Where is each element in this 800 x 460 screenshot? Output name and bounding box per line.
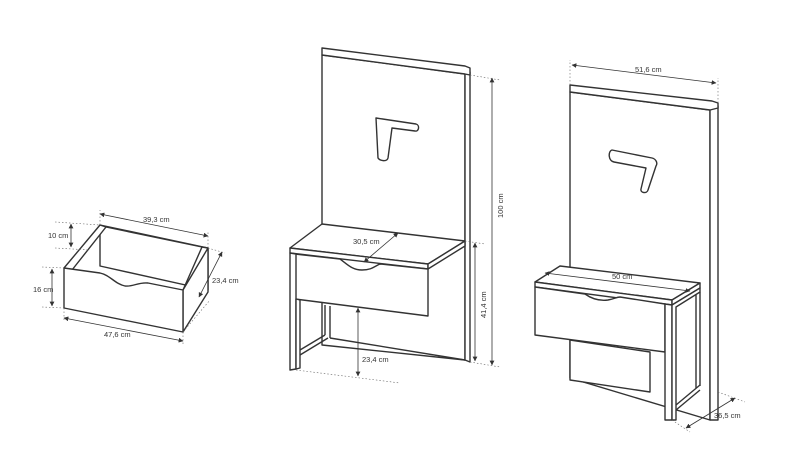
drawer-front-width-label: 47,6 cm [104, 330, 131, 339]
total-height-label: 100 cm [496, 193, 505, 218]
nightstand-side-drawing [534, 84, 719, 421]
base-depth-label: 36,5 cm [714, 411, 741, 420]
drawer-dimensions: 39,3 cm 10 cm 16 cm 23,4 cm 47,6 cm [33, 210, 239, 346]
drawer-drawing [63, 224, 209, 333]
drawer-side-height-label: 10 cm [48, 231, 68, 240]
nightstand-front-dimensions: 30,5 cm 100 cm 41,4 cm 23,4 cm [295, 74, 505, 384]
table-depth-label: 30,5 cm [353, 237, 380, 246]
table-width-label: 50 cm [612, 272, 632, 281]
clearance-height-label: 23,4 cm [362, 355, 389, 364]
nightstand-front-drawing [289, 47, 471, 371]
drawer-width-label: 39,3 cm [143, 215, 170, 224]
table-height-label: 41,4 cm [479, 291, 488, 318]
panel-width-label: 51,6 cm [635, 65, 662, 74]
nightstand-side-dimensions: 51,6 cm 50 cm 36,5 cm [544, 60, 746, 433]
drawer-depth-label: 23,4 cm [212, 276, 239, 285]
drawer-front-height-label: 16 cm [33, 285, 53, 294]
